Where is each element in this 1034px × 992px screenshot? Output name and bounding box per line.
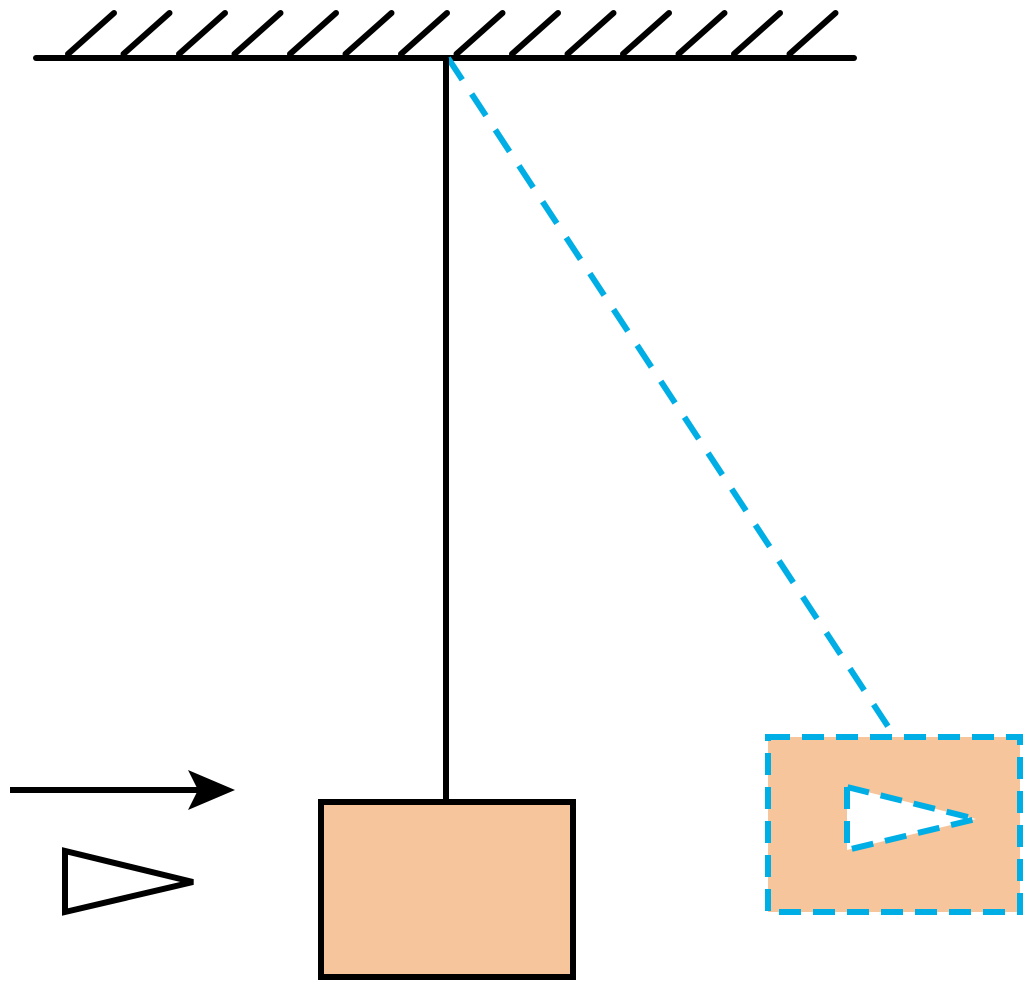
hatch-mark (675, 10, 728, 57)
hatch-mark (453, 10, 506, 57)
hanging-block (318, 799, 576, 980)
hatch-mark (564, 10, 617, 57)
hatch-mark (620, 10, 672, 57)
ceiling (33, 10, 857, 61)
hatch-mark (287, 10, 339, 57)
hatch-mark (65, 10, 117, 57)
hatch-mark (731, 10, 783, 57)
hatch-mark (176, 10, 228, 57)
hatch-mark (120, 10, 173, 57)
hatch-mark (786, 10, 839, 57)
arrow-head-icon (188, 770, 235, 810)
swung-block-group (765, 734, 1023, 915)
embedded-bullet (844, 783, 977, 854)
hatch-mark (509, 10, 561, 57)
hatch-mark (398, 10, 450, 57)
ceiling-hatching (65, 10, 839, 57)
hatch-mark (342, 10, 395, 57)
hatch-mark (231, 10, 284, 57)
velocity-arrow (10, 770, 235, 810)
bullet (62, 847, 194, 916)
swung-string (445, 56, 896, 736)
